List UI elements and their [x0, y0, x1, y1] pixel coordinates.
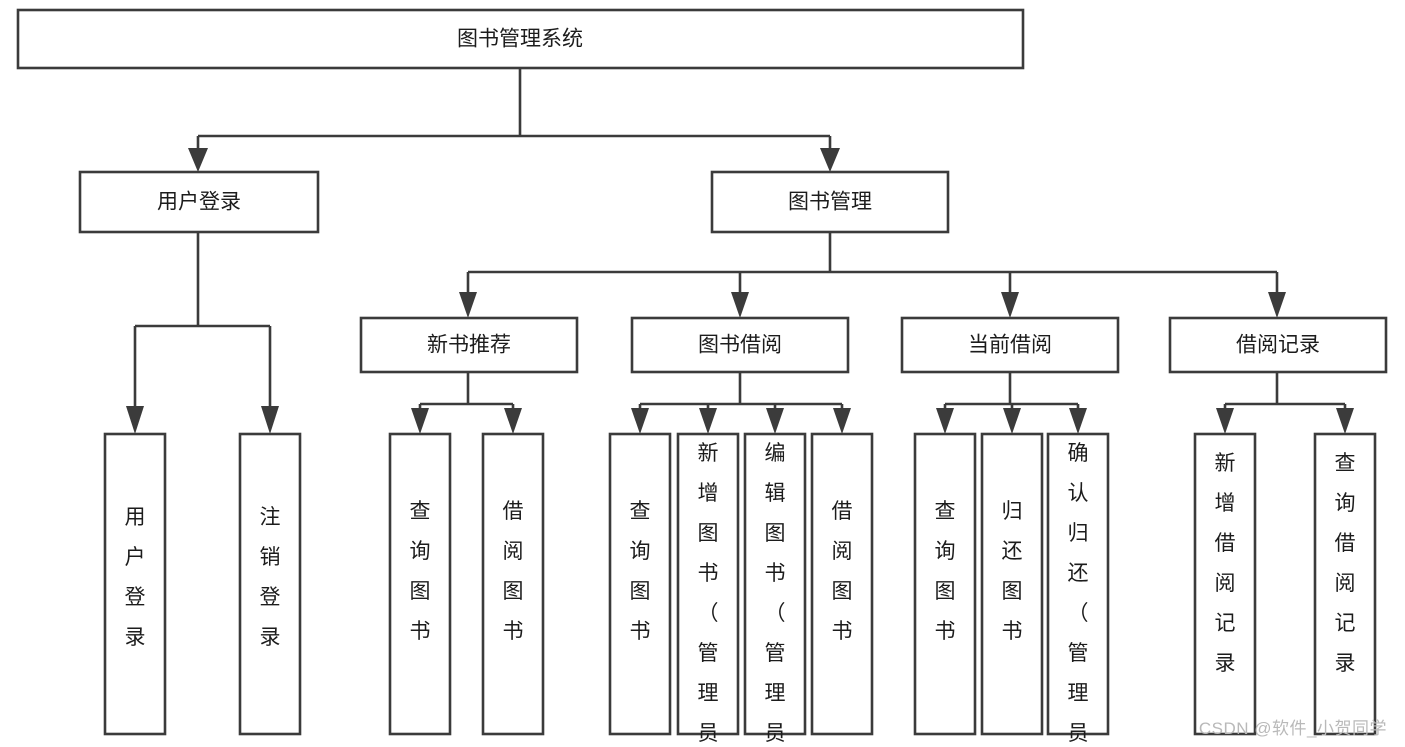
connector-group-borrow — [631, 372, 851, 434]
arrow-bookmgmt-child-1 — [459, 292, 477, 318]
arrow-current-leaf-3 — [1069, 408, 1087, 434]
node-leaf-new-book-1-box[interactable] — [388, 432, 452, 736]
node-new-book-recommend-label: 新书推荐 — [427, 334, 511, 357]
node-new-book-recommend[interactable]: 新书推荐 — [359, 316, 579, 374]
arrow-bookmgmt-child-2 — [731, 292, 749, 318]
node-leaf-user-login-1-box[interactable] — [103, 432, 167, 736]
node-book-borrow[interactable]: 图书借阅 — [630, 316, 850, 374]
node-leaf-user-login-1-label: 用户登录 — [125, 506, 146, 649]
connector-group-record — [1216, 372, 1354, 434]
arrow-root-to-userlogin — [188, 148, 208, 172]
node-leaf-record-2[interactable]: 查询借阅记录 — [1313, 432, 1377, 736]
csdn-watermark: CSDN @软件_小贺同学 — [1198, 719, 1387, 738]
arrow-borrow-leaf-2 — [699, 408, 717, 434]
node-book-borrow-label: 图书借阅 — [698, 334, 782, 357]
node-leaf-current-3-box[interactable] — [1046, 432, 1110, 736]
node-leaf-user-login-2-box[interactable] — [238, 432, 302, 736]
node-leaf-user-login-1[interactable]: 用户登录 — [103, 432, 167, 736]
arrow-newbook-leaf-2 — [504, 408, 522, 434]
connector-group-current — [936, 372, 1087, 434]
node-leaf-current-1-label: 查询图书 — [935, 500, 956, 643]
node-leaf-record-1-label: 新增借阅记录 — [1215, 452, 1236, 675]
node-user-login-label: 用户登录 — [157, 191, 241, 214]
arrow-userlogin-leaf-2 — [261, 406, 279, 434]
node-current-borrow-box[interactable] — [900, 316, 1120, 374]
arrow-borrow-leaf-3 — [766, 408, 784, 434]
node-leaf-borrow-2[interactable]: 新增图书（管理员） — [676, 432, 740, 747]
node-leaf-user-login-2-label: 注销登录 — [260, 506, 281, 649]
node-book-management[interactable]: 图书管理 — [710, 170, 950, 234]
node-leaf-user-login-2[interactable]: 注销登录 — [238, 432, 302, 736]
node-leaf-record-1-box[interactable] — [1193, 432, 1257, 736]
node-root-system[interactable]: 图书管理系统 — [16, 8, 1025, 70]
node-leaf-new-book-2[interactable]: 借阅图书 — [481, 432, 545, 736]
node-leaf-borrow-2-box[interactable] — [676, 432, 740, 736]
arrow-bookmgmt-child-4 — [1268, 292, 1286, 318]
connector-group-root — [188, 68, 840, 172]
node-leaf-new-book-1-label: 查询图书 — [410, 500, 431, 643]
node-leaf-current-1-box[interactable] — [913, 432, 977, 736]
node-book-management-box[interactable] — [710, 170, 950, 234]
node-leaf-current-2-box[interactable] — [980, 432, 1044, 736]
node-borrow-record[interactable]: 借阅记录 — [1168, 316, 1388, 374]
arrow-borrow-leaf-1 — [631, 408, 649, 434]
node-user-login-box[interactable] — [78, 170, 320, 234]
node-leaf-current-3[interactable]: 确认归还（管理员） — [1046, 432, 1110, 747]
node-leaf-borrow-3-box[interactable] — [743, 432, 807, 736]
arrow-record-leaf-1 — [1216, 408, 1234, 434]
node-leaf-borrow-1[interactable]: 查询图书 — [608, 432, 672, 736]
node-leaf-current-2-label: 归还图书 — [1002, 500, 1023, 643]
arrow-userlogin-leaf-1 — [126, 406, 144, 434]
node-current-borrow-label: 当前借阅 — [968, 334, 1052, 357]
node-leaf-record-2-box[interactable] — [1313, 432, 1377, 736]
node-leaf-borrow-2-label: 新增图书（管理员） — [698, 442, 719, 747]
arrow-current-leaf-2 — [1003, 408, 1021, 434]
node-leaf-record-2-label: 查询借阅记录 — [1335, 452, 1356, 675]
node-root-system-box[interactable] — [16, 8, 1025, 70]
arrow-borrow-leaf-4 — [833, 408, 851, 434]
node-leaf-new-book-2-label: 借阅图书 — [503, 500, 524, 643]
node-leaf-borrow-3-label: 编辑图书（管理员） — [765, 442, 786, 747]
node-leaf-borrow-4-label: 借阅图书 — [832, 500, 853, 643]
node-leaf-current-1[interactable]: 查询图书 — [913, 432, 977, 736]
node-leaf-borrow-3[interactable]: 编辑图书（管理员） — [743, 432, 807, 747]
node-leaf-borrow-4[interactable]: 借阅图书 — [810, 432, 874, 736]
node-leaf-new-book-2-box[interactable] — [481, 432, 545, 736]
arrow-record-leaf-2 — [1336, 408, 1354, 434]
node-leaf-borrow-1-box[interactable] — [608, 432, 672, 736]
node-borrow-record-box[interactable] — [1168, 316, 1388, 374]
arrow-current-leaf-1 — [936, 408, 954, 434]
node-leaf-new-book-1[interactable]: 查询图书 — [388, 432, 452, 736]
connector-group-userlogin — [126, 232, 279, 434]
arrow-bookmgmt-child-3 — [1001, 292, 1019, 318]
node-root-system-label: 图书管理系统 — [457, 28, 583, 51]
node-leaf-record-1[interactable]: 新增借阅记录 — [1193, 432, 1257, 736]
node-leaf-borrow-1-label: 查询图书 — [630, 500, 651, 643]
node-leaf-current-3-label: 确认归还（管理员） — [1068, 442, 1089, 747]
node-borrow-record-label: 借阅记录 — [1236, 334, 1320, 357]
node-book-management-label: 图书管理 — [788, 191, 872, 214]
connector-group-bookmgmt — [459, 232, 1286, 318]
node-user-login[interactable]: 用户登录 — [78, 170, 320, 234]
node-new-book-recommend-box[interactable] — [359, 316, 579, 374]
arrow-newbook-leaf-1 — [411, 408, 429, 434]
node-leaf-borrow-4-box[interactable] — [810, 432, 874, 736]
connector-group-newbook — [411, 372, 522, 434]
node-current-borrow[interactable]: 当前借阅 — [900, 316, 1120, 374]
node-book-borrow-box[interactable] — [630, 316, 850, 374]
arrow-root-to-bookmgmt — [820, 148, 840, 172]
node-leaf-current-2[interactable]: 归还图书 — [980, 432, 1044, 736]
